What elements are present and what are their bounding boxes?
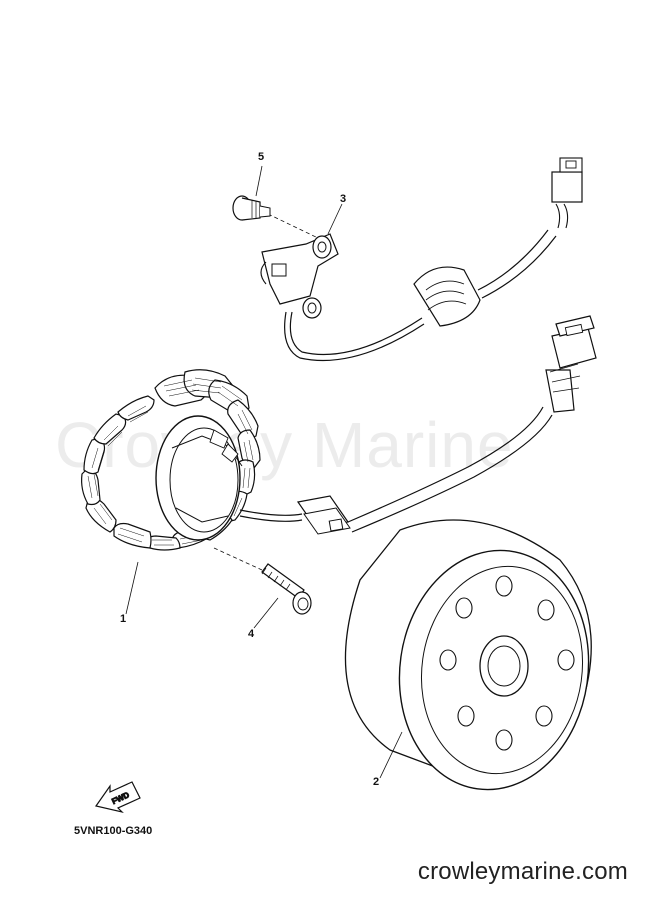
diagram-code: 5VNR100-G340 (74, 825, 153, 837)
callout-5: 5 (258, 151, 265, 163)
callout-3: 3 (340, 193, 347, 205)
website-link[interactable]: crowleymarine.com (417, 858, 628, 885)
stator-coil-icon (81, 369, 303, 551)
callout-leaders (125, 165, 403, 779)
screw-icon (232, 195, 271, 221)
fwd-arrow-icon: FWD (94, 781, 141, 814)
callout-1: 1 (120, 613, 127, 625)
stator-harness (296, 315, 597, 535)
bolt-icon (213, 547, 312, 615)
callout-2: 2 (373, 776, 380, 788)
pickup-sensor-icon (260, 157, 583, 361)
rotor-flywheel-icon (344, 519, 592, 791)
callout-4: 4 (248, 628, 255, 640)
